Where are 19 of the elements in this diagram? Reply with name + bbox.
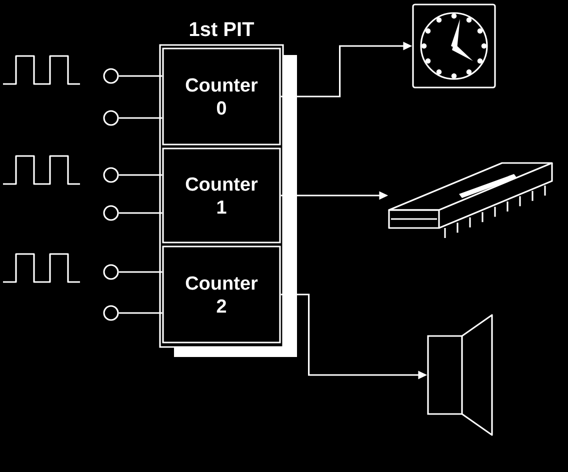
input-terminal — [103, 305, 119, 321]
wire — [118, 271, 162, 273]
input-terminal — [103, 68, 119, 84]
input-terminal — [103, 167, 119, 183]
counter-box: Counter 0 — [162, 48, 281, 146]
counter-box: Counter 1 — [162, 148, 281, 244]
counter-box: Counter 2 — [162, 246, 281, 344]
wire — [118, 212, 162, 214]
input-terminal — [103, 264, 119, 280]
wire — [118, 174, 162, 176]
wire — [118, 117, 162, 119]
wire — [118, 312, 162, 314]
node-label: 1st PIT — [190, 22, 254, 36]
wire — [118, 75, 162, 77]
input-terminal — [103, 205, 119, 221]
speaker-drawing — [427, 314, 493, 436]
input-terminal — [103, 110, 119, 126]
clock-drawing — [412, 4, 496, 88]
chip-drawing — [388, 162, 553, 238]
